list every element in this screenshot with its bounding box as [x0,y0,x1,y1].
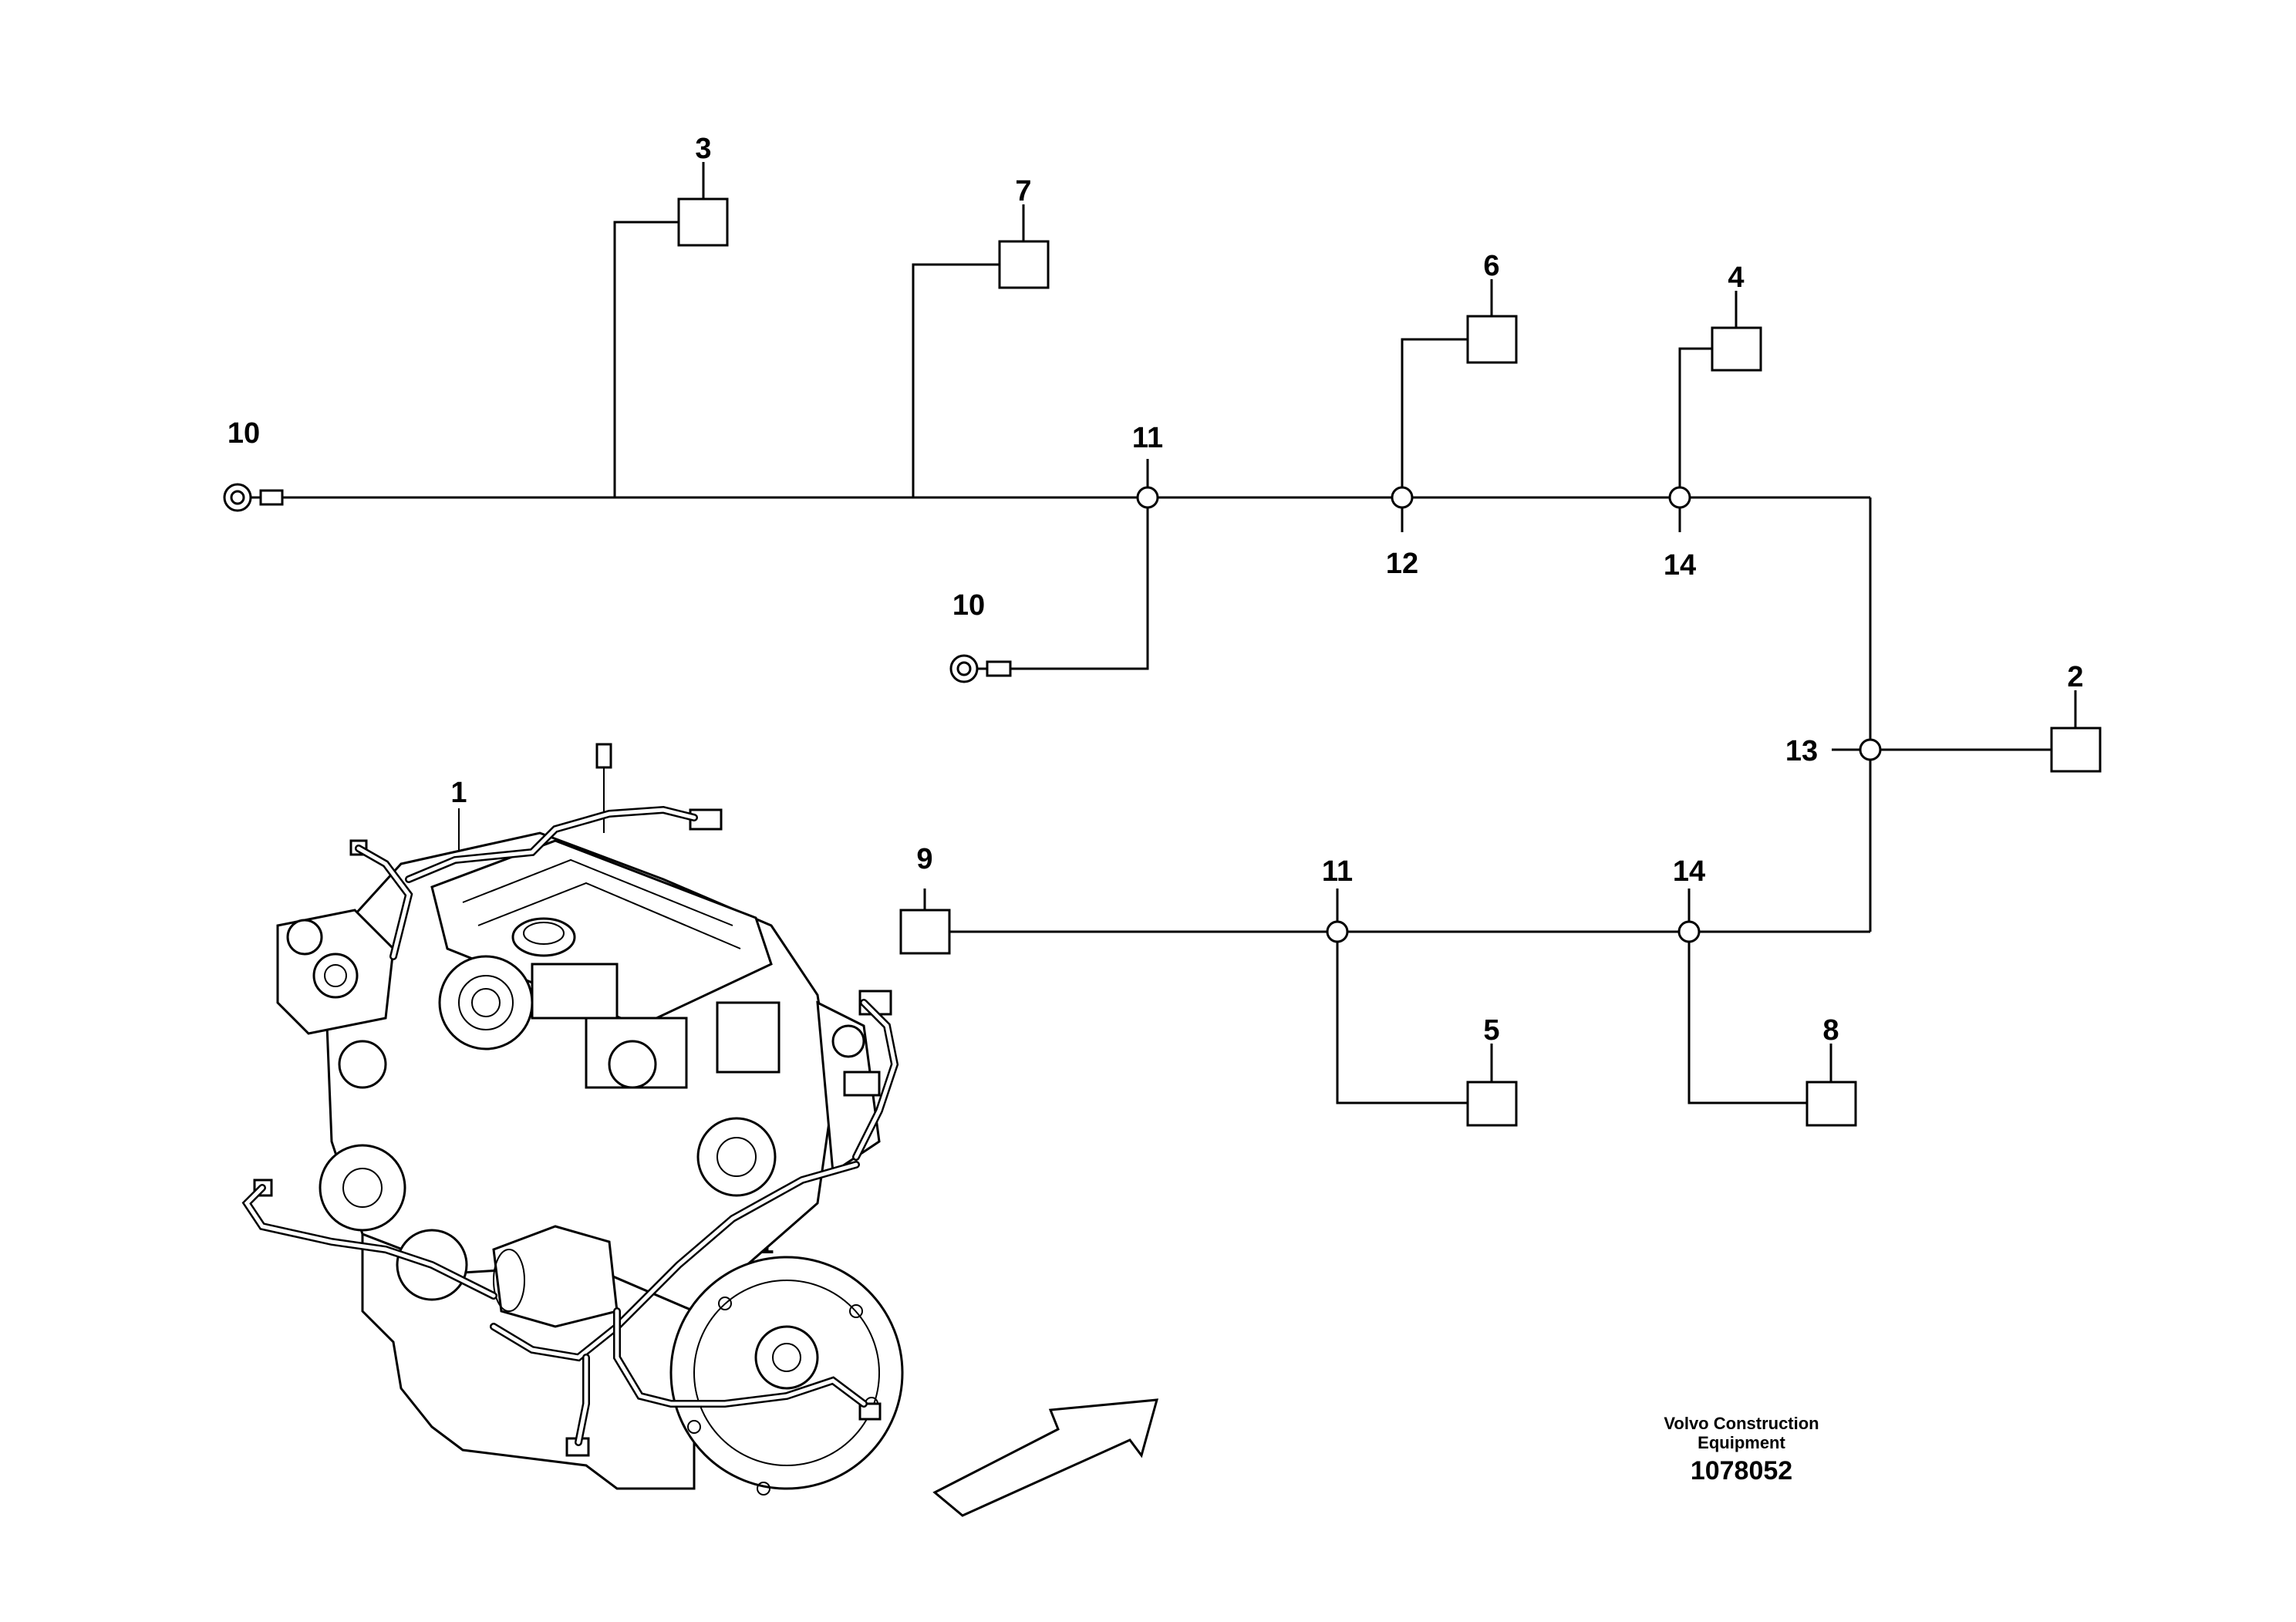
connector-6-box [1466,315,1518,364]
harness-schematic [223,162,2102,1127]
callout-1-top: 1 [450,777,467,809]
callout-7: 7 [1015,175,1031,207]
callout-8: 8 [1822,1014,1839,1047]
callout-11-top: 11 [1132,422,1163,454]
drawing-number: 1078052 [1691,1456,1792,1485]
caption-line-1: Volvo Construction [1664,1414,1819,1433]
connector-3-box [677,197,729,247]
splice-node-14-top [1668,486,1691,509]
connector-4-box [1711,326,1762,372]
callout-11-bottom: 11 [1322,855,1353,888]
callout-5: 5 [1483,1014,1499,1047]
caption-line-2: Equipment [1698,1433,1785,1452]
connector-8-box [1805,1081,1857,1127]
ring-terminal-left-icon [223,483,284,512]
view-direction-arrow-icon [932,1398,1159,1517]
connector-9-box [899,909,951,955]
callout-14-bottom: 14 [1673,855,1705,888]
callout-13: 13 [1785,735,1818,767]
connector-2-box [2050,727,2102,773]
callout-2: 2 [2067,661,2083,693]
splice-node-13 [1859,738,1882,761]
splice-node-14-bottom [1677,920,1701,943]
engine-illustration-icon [241,743,904,1496]
callout-10-left: 10 [228,417,260,450]
callout-14-top: 14 [1664,549,1696,582]
callout-12: 12 [1386,548,1418,580]
splice-node-11-bottom [1326,920,1349,943]
connector-5-box [1466,1081,1518,1127]
callout-6: 6 [1483,250,1499,282]
callout-4: 4 [1728,261,1744,294]
callout-10-mid: 10 [952,589,985,622]
splice-node-12 [1391,486,1414,509]
callout-9: 9 [916,843,932,875]
splice-node-11-top [1136,486,1159,509]
callout-3: 3 [695,133,711,165]
caption-block: Volvo Construction Equipment 1078052 [1664,1414,1819,1485]
ring-terminal-mid-icon [949,654,1012,683]
connector-7-box [998,240,1050,289]
